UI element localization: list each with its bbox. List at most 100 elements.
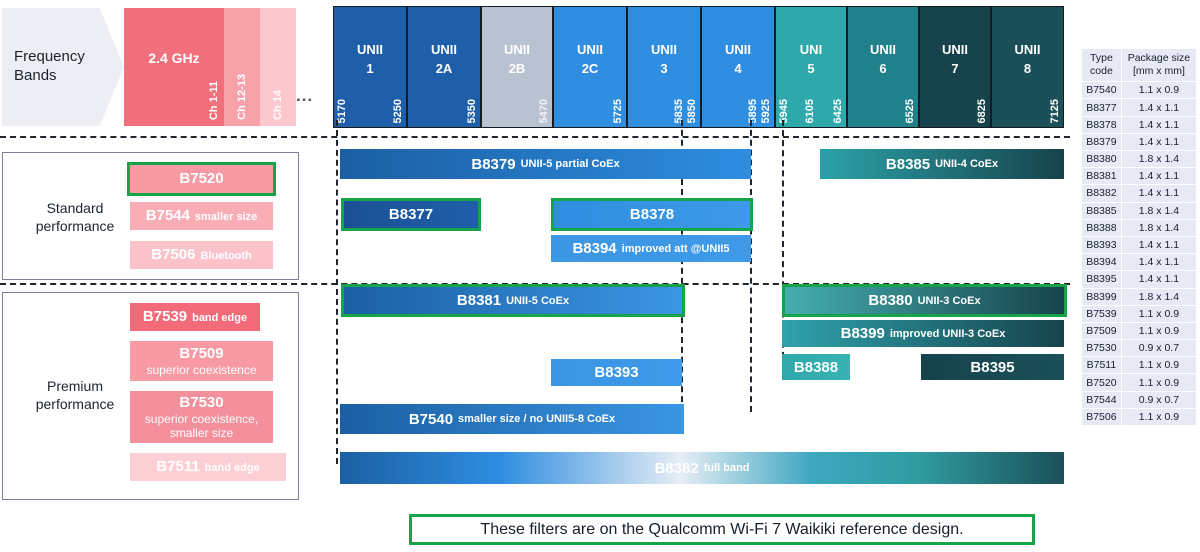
- unii-band-name: UNII: [504, 42, 530, 57]
- band-2-4ghz-ch14: Ch 14: [260, 8, 296, 126]
- table-cell-type-code: B8385: [1081, 201, 1122, 220]
- unii-band-name: UNII: [870, 42, 896, 57]
- band-2-4ghz-label: 2.4 GHz: [148, 50, 200, 66]
- unii-band-freq-ticks: 5725: [554, 69, 626, 127]
- filter-bar-description: improved UNII-3 CoEx: [889, 327, 1006, 340]
- unii-band-number: 8: [1023, 60, 1032, 76]
- unii-band-freq-ticks: 5350: [408, 69, 480, 127]
- filter-bar-code: B8377: [388, 206, 434, 223]
- table-cell-package-size: 0.9 x 0.7: [1120, 339, 1198, 358]
- filter-bar-B8377[interactable]: B8377: [341, 198, 481, 231]
- table-cell-package-size: 1.8 x 1.4: [1120, 201, 1198, 220]
- filter-bar-code: B8380: [868, 292, 913, 309]
- dashed-guide-5925: [750, 120, 752, 412]
- table-cell-type-code: B8381: [1081, 167, 1122, 186]
- unii-band-name: UNII: [577, 42, 603, 57]
- table-cell-package-size: 1.1 x 0.9: [1120, 356, 1198, 375]
- filter-bar-description: smaller size / no UNII5-8 CoEx: [458, 413, 616, 425]
- unii-band-number: 4: [734, 60, 742, 76]
- filter-bar-description: UNII-4 CoEx: [935, 158, 999, 170]
- table-header-package-size-line2: [mm x mm]: [1132, 65, 1185, 78]
- table-cell-package-size: 1.1 x 0.9: [1120, 304, 1198, 323]
- table-cell-package-size: 1.4 x 1.1: [1120, 270, 1198, 289]
- filter-bar-code: B8388: [793, 358, 839, 376]
- product-chip-note: Bluetooth: [200, 250, 252, 263]
- caption-box: These filters are on the Qualcomm Wi-Fi …: [409, 514, 1035, 545]
- filter-bar-B8395[interactable]: B8395: [921, 354, 1064, 380]
- product-chip-code: B7544: [145, 207, 190, 225]
- chevron-line-1: Frequency: [14, 48, 85, 66]
- unii-band-freq-ticks: 6525: [848, 69, 918, 127]
- freq-tick-right: 5250: [392, 98, 404, 123]
- filter-bar-B8388[interactable]: B8388: [782, 354, 850, 380]
- frequency-bands-chevron: Frequency Bands: [2, 8, 124, 126]
- dashed-divider-middle: [0, 283, 1070, 285]
- filter-bar-code: B8395: [970, 358, 1015, 376]
- table-cell-type-code: B7506: [1081, 407, 1122, 427]
- filter-bar-code: B8379: [471, 155, 516, 173]
- table-cell-type-code: B7539: [1081, 304, 1122, 323]
- filter-bar-B8378[interactable]: B8378: [551, 198, 753, 231]
- product-chip-note-line: superior coexistence,: [144, 411, 259, 426]
- filter-bar-description: UNII-5 partial CoEx: [520, 158, 620, 170]
- unii-band-name: UNII: [651, 42, 677, 57]
- freq-tick-right: 5470: [538, 98, 550, 123]
- unii-band-number: 6: [879, 60, 887, 76]
- unii-band-number: 7: [951, 60, 959, 76]
- freq-tick-left: 5945: [778, 98, 790, 123]
- product-chip-B7520[interactable]: B7520: [127, 162, 276, 196]
- band-2-4ghz-ch12-13-label: Ch 12-13: [236, 74, 248, 120]
- table-cell-type-code: B8399: [1081, 287, 1122, 306]
- freq-tick-right-inner: 5835: [673, 98, 685, 123]
- product-chip-code: B7511: [156, 458, 200, 476]
- filter-bar-B8393[interactable]: B8393: [551, 359, 682, 386]
- group-title-premium-line2: performance: [35, 396, 115, 413]
- filter-bar-B8379[interactable]: B8379 UNII-5 partial CoEx: [340, 149, 751, 179]
- band-gap-ellipsis: ...: [296, 86, 314, 105]
